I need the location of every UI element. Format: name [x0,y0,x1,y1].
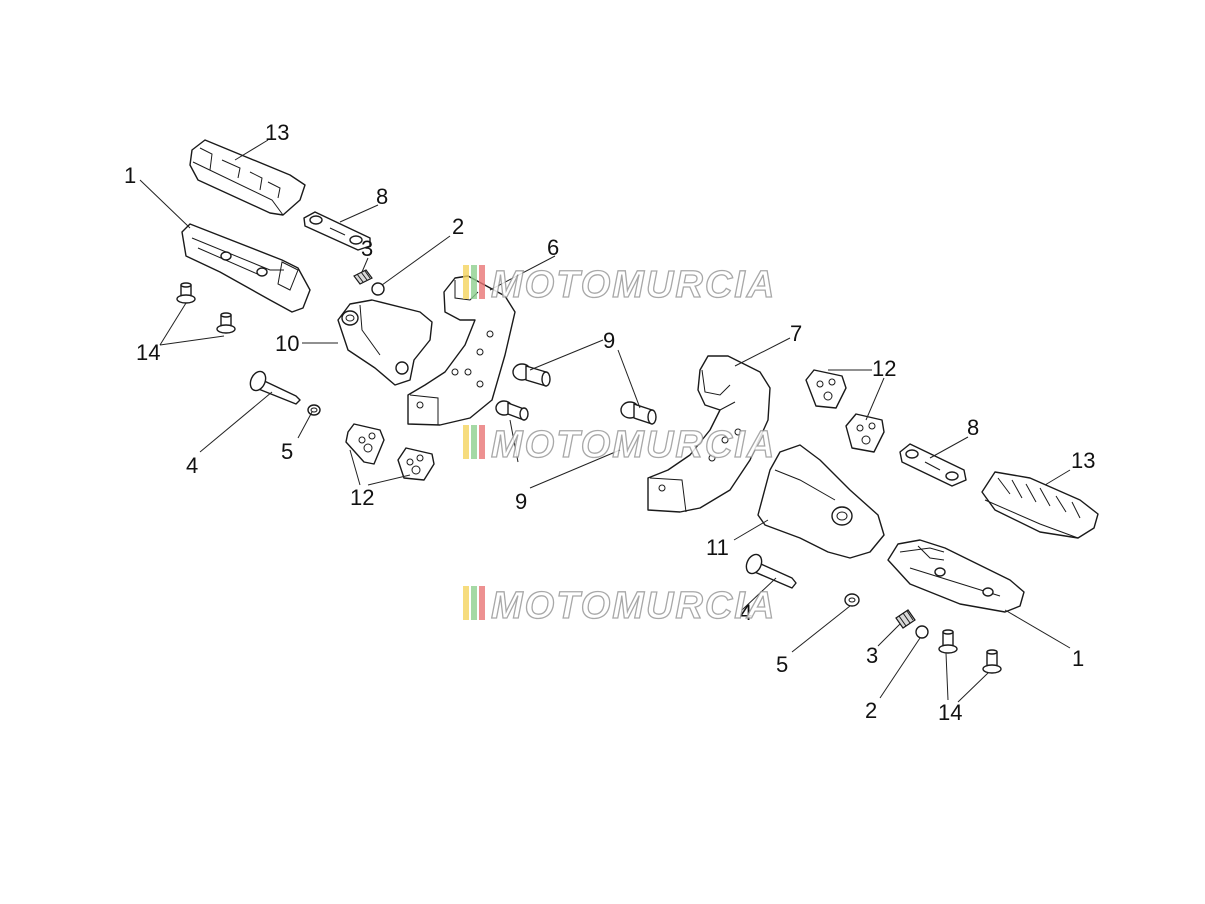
watermark-1: MOTOMURCIA [463,263,776,307]
part-11-bracket-right [757,444,885,559]
watermark-stripe [479,265,485,299]
part-7-plate-bracket-right [647,355,771,513]
part-12-pad-left-b [397,447,435,481]
watermark-stripe [479,586,485,620]
watermark-stripe [479,425,485,459]
watermark-text: MOTOMURCIA [491,424,776,466]
part-2-ball-right [915,625,929,639]
part-2-ball-left [371,282,385,296]
callout-13-left: 13 [265,120,289,145]
part-10-bracket-left [337,299,433,386]
part-9-bolt-a [512,363,551,387]
callout-2-left: 2 [452,214,464,239]
part-1-footpeg-left [181,223,311,313]
callout-3-left: 3 [361,236,373,261]
callout-5-right: 5 [776,652,788,677]
callout-4-left: 4 [186,453,198,478]
callout-7: 7 [790,321,802,346]
callout-12-left: 12 [350,485,374,510]
callout-4-right: 4 [740,600,752,625]
part-14-bolt-left-a [176,282,196,304]
part-5-clip-left [307,404,321,416]
part-8-plate-left [303,211,371,251]
watermark-stripe [463,425,469,459]
leader-lines [139,139,1071,703]
part-14-bolt-right-b [982,649,1002,674]
callout-12-right: 12 [872,356,896,381]
watermark-2: MOTOMURCIA [463,423,776,467]
part-3-spring-right [895,609,916,629]
part-6-plate-bracket-left [407,275,516,426]
watermark-stripe [471,425,477,459]
callout-1-right: 1 [1072,646,1084,671]
part-13-rubber-cover-right [981,471,1099,539]
callout-8-right: 8 [967,415,979,440]
part-3-spring-left [353,269,373,285]
part-4-pin-right [745,553,797,589]
watermark-3: MOTOMURCIA [463,584,776,628]
callout-1-left: 1 [124,163,136,188]
part-4-pin-left [249,370,301,405]
callout-2-right: 2 [865,698,877,723]
callout-13-right: 13 [1071,448,1095,473]
watermark-stripe [463,265,469,299]
callout-8-left: 8 [376,184,388,209]
part-13-rubber-cover-left [189,139,306,216]
watermark-stripe [471,265,477,299]
callout-9-top: 9 [603,328,615,353]
callout-numbers: 13 1 8 2 3 6 14 10 9 7 12 4 5 12 9 8 13 … [124,120,1095,725]
callout-5-left: 5 [281,439,293,464]
part-14-bolt-left-b [216,312,236,334]
callout-3-right: 3 [866,643,878,668]
part-12-pad-left-a [345,423,385,465]
callout-10: 10 [275,331,299,356]
part-9-bolt-c [620,401,657,425]
part-5-clip-right [844,593,860,607]
watermark-stripe [471,586,477,620]
part-12-pad-right-a [805,369,847,409]
watermark-text: MOTOMURCIA [491,264,776,306]
callout-14-right: 14 [938,700,962,725]
callout-9-bottom: 9 [515,489,527,514]
watermark-stripe [463,586,469,620]
watermark-text: MOTOMURCIA [491,585,776,627]
part-8-plate-right [899,443,967,487]
part-9-bolt-b [495,400,529,421]
callout-11: 11 [706,535,729,560]
callout-6: 6 [547,235,559,260]
part-1-footpeg-right [887,539,1025,613]
part-14-bolt-right-a [938,629,958,654]
callout-14-left: 14 [136,340,160,365]
part-12-pad-right-b [845,413,885,453]
